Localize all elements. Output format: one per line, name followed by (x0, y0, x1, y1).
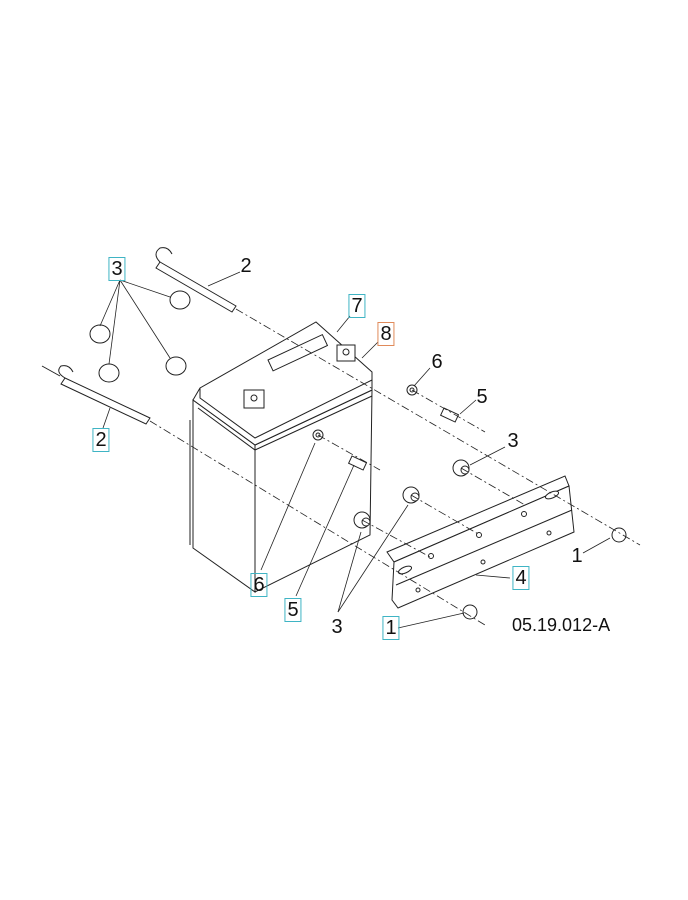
callout-3-grommets-lower: 3 (331, 616, 343, 638)
leader-lines (99, 271, 611, 629)
callout-4-bracket: 4 (512, 566, 530, 590)
rubber-pads (89, 290, 191, 383)
drawing-number: 05.19.012-A (512, 615, 611, 635)
battery-rods (41, 247, 237, 425)
callout-3-pads: 3 (108, 257, 126, 281)
callout-7-battery: 7 (348, 294, 366, 318)
callout-1-nut-right: 1 (571, 545, 583, 567)
callout-2-rod-lower: 2 (92, 428, 110, 452)
battery (189, 321, 373, 593)
center-lines (149, 308, 641, 626)
callout-3-grommet: 3 (507, 430, 519, 452)
callout-6-nut-lower: 6 (250, 573, 268, 597)
callout-5-bolt-lower: 5 (284, 598, 302, 622)
callout-8-terminal: 8 (377, 322, 395, 346)
battery-bracket (386, 475, 575, 609)
callout-5-bolt-upper: 5 (476, 386, 488, 408)
callout-1-nut-lower: 1 (382, 616, 400, 640)
callout-2-rod-upper: 2 (240, 255, 252, 277)
callout-6-nut-upper: 6 (431, 351, 443, 373)
